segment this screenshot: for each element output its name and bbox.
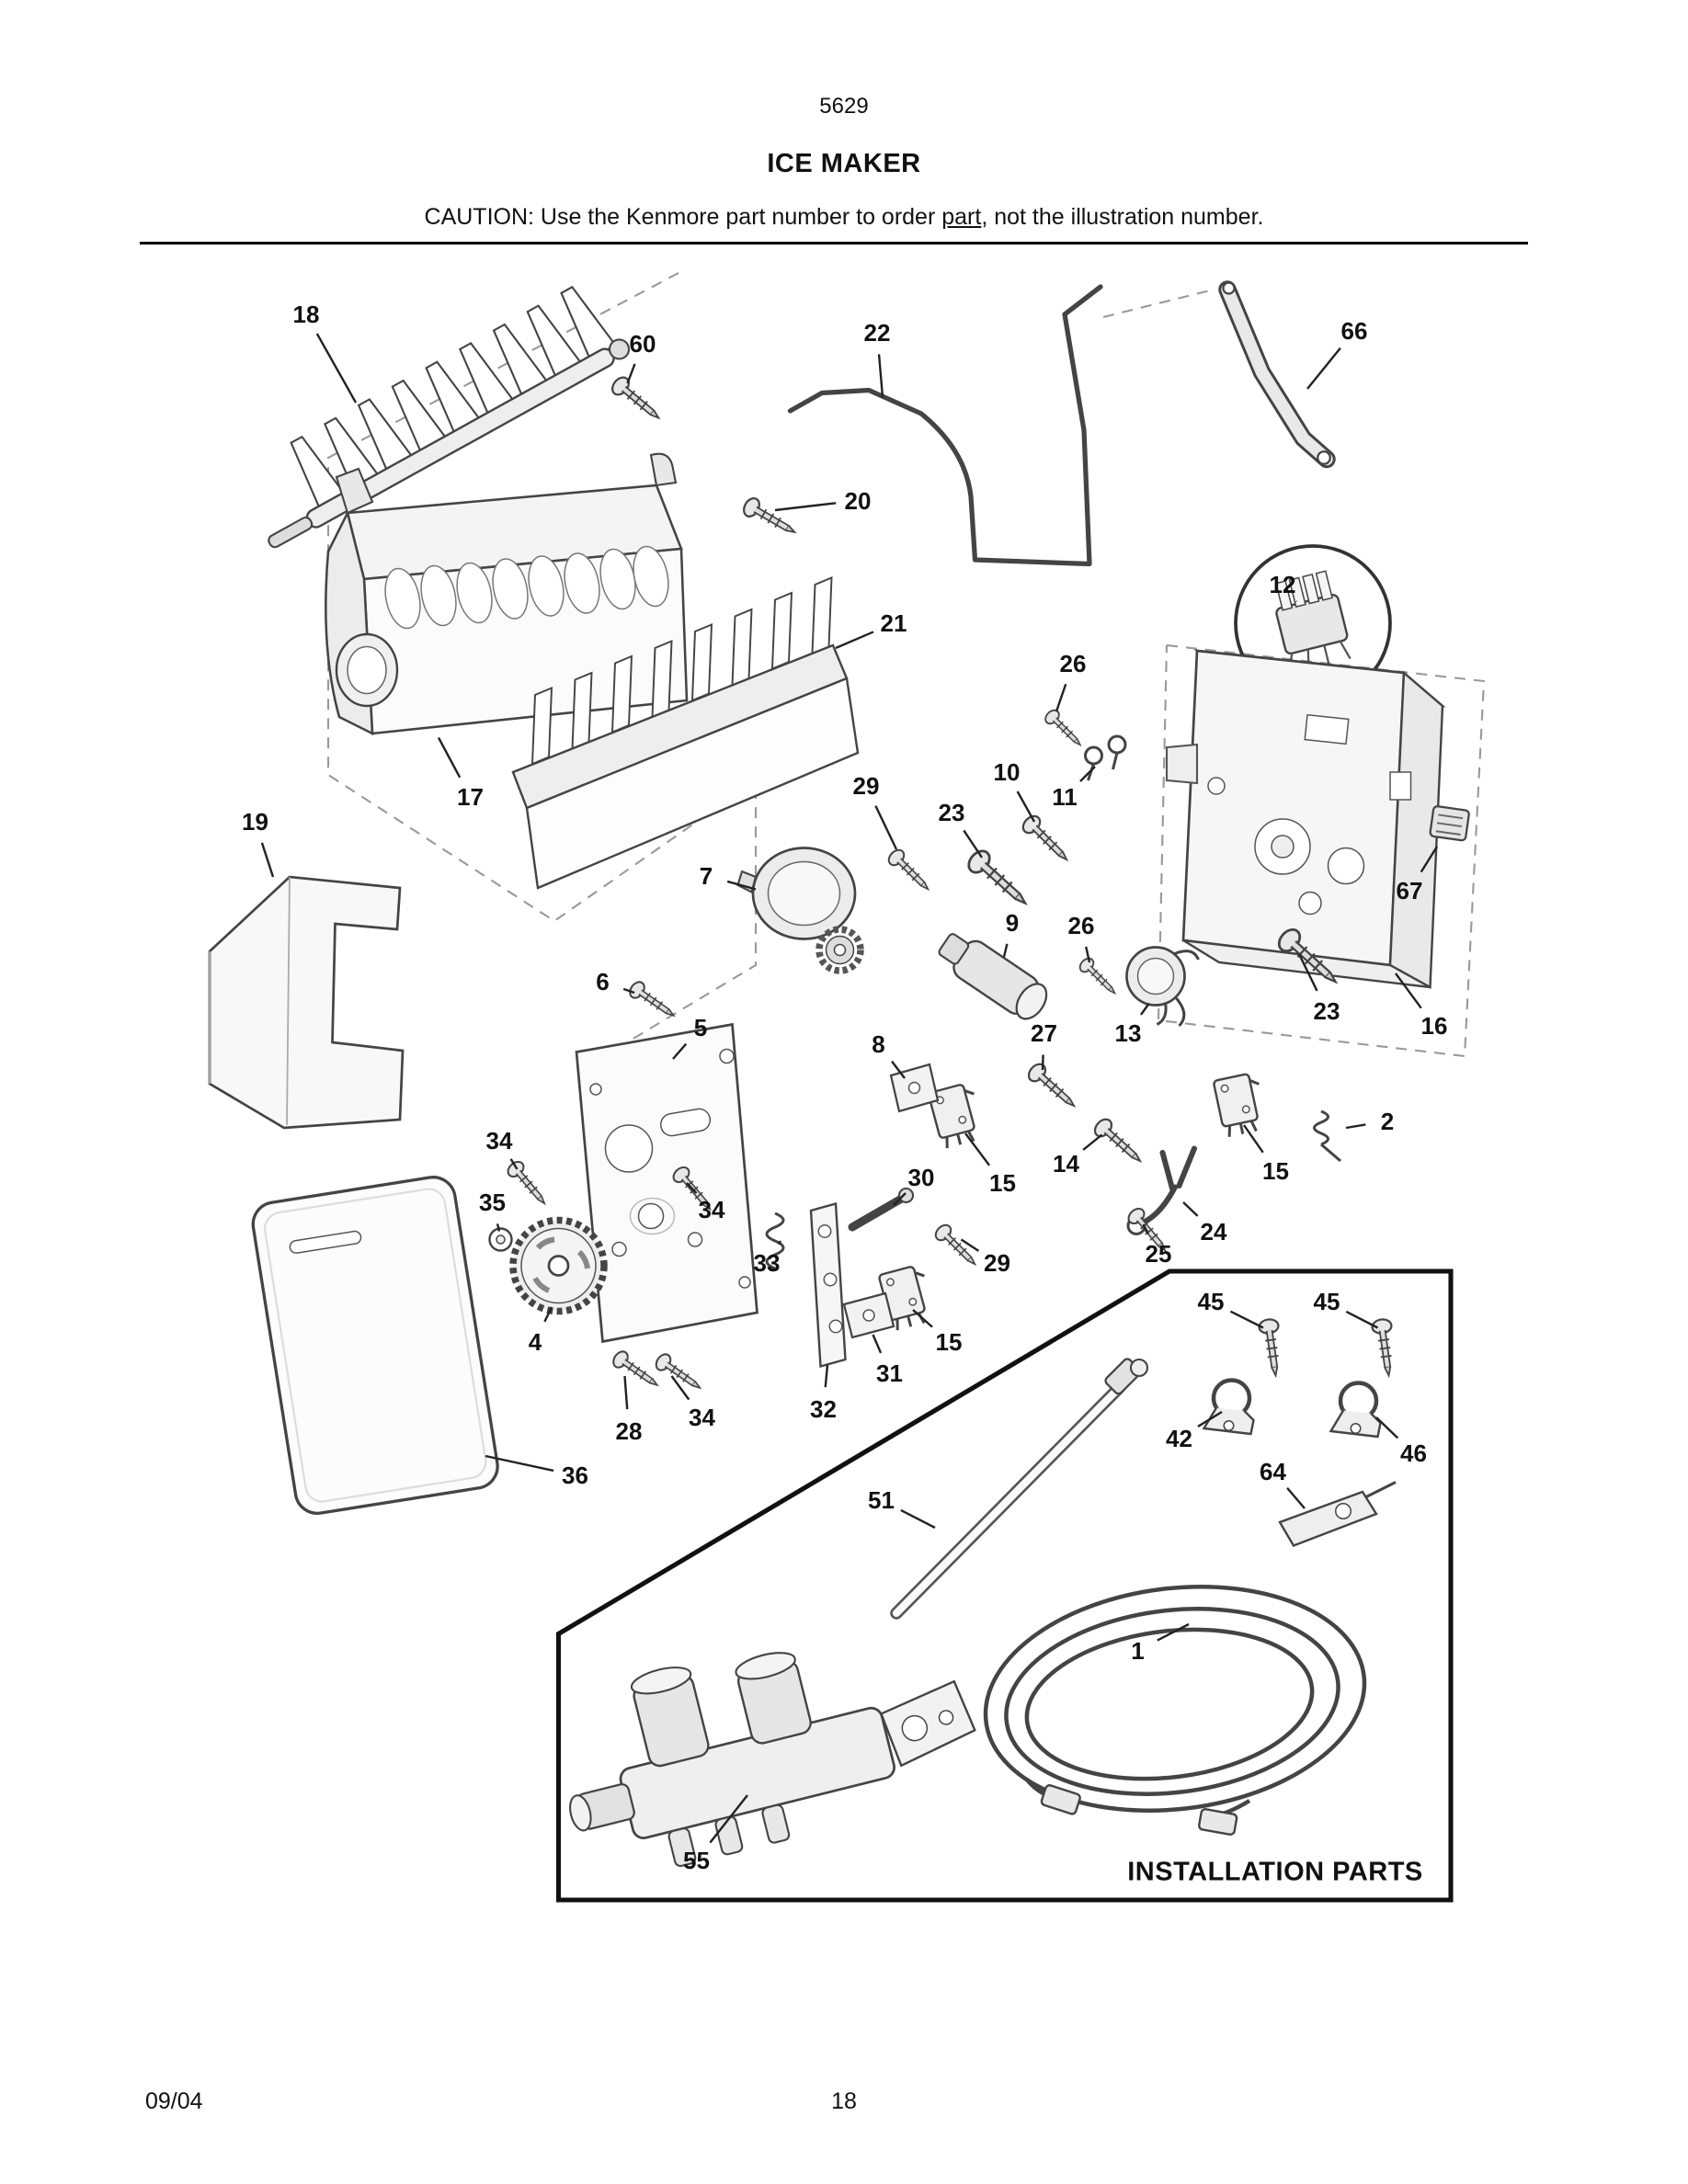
doc-number: 5629: [819, 94, 869, 119]
wire-clip: [1084, 734, 1127, 781]
callout-leader-lines: [260, 333, 1439, 1844]
part-callout-4: 4: [528, 1327, 542, 1356]
page-title: ICE MAKER: [767, 149, 921, 178]
part-callout-67: 67: [1396, 877, 1423, 904]
part-callout-12: 12: [1269, 571, 1296, 598]
part-callout-35: 35: [479, 1189, 506, 1216]
part-callout-22: 22: [863, 318, 891, 347]
part-callout-29: 29: [984, 1249, 1010, 1277]
water-valve: [569, 1652, 976, 1868]
caution-suffix: , not the illustration number.: [981, 204, 1264, 230]
part-callout-33: 33: [753, 1249, 781, 1277]
strap-clamp: [1278, 1481, 1397, 1547]
washer: [488, 1227, 513, 1252]
part-callout-34: 34: [698, 1195, 725, 1223]
part-callout-20: 20: [844, 486, 872, 515]
small-plate: [842, 1291, 895, 1339]
part-callout-1: 1: [1131, 1636, 1145, 1665]
drive-motor: [736, 847, 864, 974]
part-callout-5: 5: [693, 1013, 708, 1041]
bracket-strip: [809, 1201, 847, 1369]
ice-stripper-shield: [511, 576, 860, 890]
caution-prefix: CAUTION: Use the Kenmore part number to …: [424, 204, 942, 230]
ice-maker-cover: [251, 1176, 499, 1515]
part-callout-15: 15: [935, 1327, 963, 1356]
drive-gear: [509, 1216, 608, 1315]
module-housing: [1165, 649, 1446, 989]
spring: [765, 1211, 785, 1270]
part-callout-30: 30: [907, 1164, 935, 1191]
supply-tubing-coil: [983, 1585, 1367, 1836]
part-callout-15: 15: [1262, 1156, 1289, 1185]
part-callout-66: 66: [1340, 317, 1368, 345]
part-callout-42: 42: [1166, 1424, 1192, 1452]
part-callout-29: 29: [852, 772, 880, 800]
part-callout-6: 6: [596, 968, 610, 995]
part-callout-26: 26: [1059, 649, 1087, 677]
part-callout-28: 28: [615, 1417, 643, 1445]
part-callout-32: 32: [810, 1395, 837, 1423]
leveling-spring: [1313, 1109, 1341, 1163]
part-callout-31: 31: [876, 1359, 903, 1387]
part-callout-14: 14: [1053, 1150, 1079, 1177]
part-callout-51: 51: [868, 1486, 895, 1514]
part-callout-17: 17: [457, 783, 484, 811]
installation-parts-box: [555, 1268, 1454, 1903]
installation-parts-label: INSTALLATION PARTS: [1127, 1857, 1423, 1887]
part-callout-9: 9: [1005, 908, 1020, 937]
part-callout-18: 18: [292, 301, 320, 328]
part-callout-34: 34: [485, 1126, 513, 1155]
part-callout-24: 24: [1200, 1217, 1227, 1246]
part-callout-64: 64: [1260, 1457, 1286, 1485]
part-callout-10: 10: [993, 758, 1021, 786]
part-callout-15: 15: [989, 1169, 1016, 1197]
part-callout-36: 36: [562, 1462, 588, 1489]
fill-tube: [890, 1358, 1149, 1620]
thermostat: [1125, 946, 1200, 1028]
part-callout-16: 16: [1420, 1012, 1448, 1040]
part-callout-55: 55: [683, 1846, 710, 1874]
part-callout-13: 13: [1114, 1018, 1142, 1047]
part-callout-8: 8: [872, 1029, 885, 1058]
shutoff-arm-wire: [787, 284, 1103, 567]
part-callout-46: 46: [1400, 1439, 1427, 1467]
header-divider: [140, 242, 1528, 245]
side-connector: [1429, 805, 1470, 842]
part-callout-23: 23: [1313, 996, 1340, 1025]
part-callout-23: 23: [938, 798, 965, 826]
actuator-arm: [1218, 280, 1336, 469]
part-callout-45: 45: [1197, 1288, 1225, 1315]
support-bracket: [208, 875, 405, 1130]
part-callout-34: 34: [689, 1404, 715, 1431]
part-callout-27: 27: [1031, 1018, 1057, 1047]
mounting-plate: [575, 1022, 758, 1344]
footer-page-number: 18: [831, 2088, 857, 2114]
part-callout-19: 19: [242, 808, 268, 836]
ice-mold: [325, 452, 689, 736]
caution-underlined-word: part: [941, 204, 982, 230]
ejector-comb: [268, 285, 631, 549]
fill-solenoid: [938, 933, 1048, 1020]
footer-date: 09/04: [145, 2088, 203, 2114]
part-callout-45: 45: [1313, 1288, 1340, 1315]
caution-note: CAUTION: Use the Kenmore part number to …: [0, 204, 1688, 231]
part-callout-7: 7: [699, 861, 713, 890]
part-callout-26: 26: [1067, 911, 1095, 939]
part-callout-2: 2: [1380, 1107, 1395, 1135]
part-callout-25: 25: [1145, 1239, 1172, 1268]
part-callout-21: 21: [880, 609, 907, 637]
part-callout-11: 11: [1052, 783, 1078, 811]
part-callout-60: 60: [629, 329, 656, 358]
